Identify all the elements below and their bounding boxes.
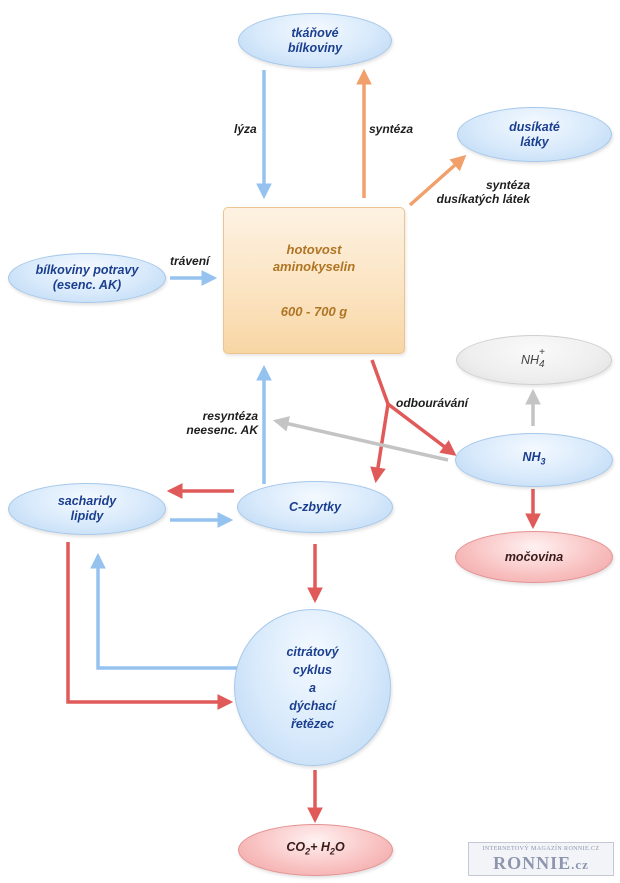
label-synthesis-nitrogen-line2: dusíkatých látek	[436, 192, 530, 206]
citrate-cycle-node: citrátový cyklus a dýchací řetězec	[234, 609, 391, 766]
c-skeletons-node: C-zbytky	[237, 481, 393, 533]
tissue-proteins-line2: bílkoviny	[287, 40, 343, 55]
nh3-formula: NH3	[522, 450, 545, 470]
cycle-line3: a	[309, 680, 316, 695]
co2-sub: 2	[305, 846, 311, 857]
watermark-top: INTERNETOVÝ MAGAZÍN RONNIE.CZ	[482, 846, 600, 852]
arrow-cycle-to-sugars	[90, 552, 238, 670]
saccharides-line1: sacharidy	[57, 494, 117, 508]
label-resynthesis-line1: resyntéza	[202, 409, 258, 423]
label-degradation: odbourávání	[396, 396, 469, 410]
label-digestion: trávení	[170, 254, 210, 268]
cycle-line1: citrátový	[286, 644, 339, 659]
tissue-proteins-line1: tkáňové	[291, 25, 339, 40]
h2o-sub: 2	[329, 846, 335, 857]
pool-amount: 600 - 700 g	[280, 304, 348, 319]
cycle-line2: cyklus	[293, 662, 332, 677]
label-lysis: lýza	[234, 122, 257, 136]
tissue-proteins-node: tkáňové bílkoviny	[238, 13, 392, 68]
plus-sign: +	[310, 840, 318, 855]
amino-acid-pool-node: hotovost aminokyselin 600 - 700 g	[223, 207, 405, 354]
watermark-tld: .cz	[571, 857, 589, 872]
dietary-proteins-node: bílkoviny potravy (esenc. AK)	[8, 253, 166, 303]
nitrogen-substances-line2: látky	[520, 134, 549, 149]
nh4-sup: +	[539, 347, 545, 358]
arrow-resynthesis	[272, 416, 449, 462]
label-synthesis: syntéza	[369, 122, 414, 136]
saccharides-line2: lipidy	[70, 509, 104, 523]
watermark-brand: RONNIE.cz	[469, 853, 613, 875]
urea-label: močovina	[504, 549, 564, 564]
nh3-node: NH3	[455, 433, 613, 487]
cycle-line5: řetězec	[290, 716, 335, 731]
ronnie-watermark-logo: INTERNETOVÝ MAGAZÍN RONNIE.CZ RONNIE.cz	[468, 842, 614, 876]
arrow-sugars-to-cycle	[66, 542, 234, 710]
nh4-base: NH	[520, 353, 540, 367]
c-skeletons-label: C-zbytky	[288, 499, 342, 514]
nh4-formula: NH+4	[520, 347, 547, 370]
co2-h2o-node: CO2+ H2O	[238, 824, 393, 876]
label-resynthesis-line2: neesenc. AK	[186, 423, 258, 437]
cycle-line4: dýchací	[289, 698, 336, 713]
h2o-h: H	[320, 840, 330, 855]
watermark-brand-name: RONNIE	[493, 853, 572, 873]
dietary-proteins-line1: bílkoviny potravy	[35, 263, 139, 277]
label-synthesis-nitrogen-line1: syntéza	[485, 178, 530, 192]
label-synthesis-nitrogen: syntéza dusíkatých látek	[418, 178, 530, 206]
arrow-synthesis-nitrogen	[408, 154, 467, 207]
nh3-sub: 3	[540, 456, 546, 467]
nh4-node: NH+4	[456, 335, 612, 385]
label-resynthesis: resyntéza neesenc. AK	[168, 409, 258, 437]
co2-base: CO	[286, 840, 306, 855]
pool-line2: aminokyselin	[272, 259, 356, 274]
saccharides-lipids-node: sacharidy lipidy	[8, 483, 166, 535]
nitrogen-substances-node: dusíkaté látky	[457, 107, 612, 162]
dietary-proteins-line2: (esenc. AK)	[52, 278, 122, 292]
pool-line1: hotovost	[286, 242, 342, 257]
h2o-o: O	[334, 840, 345, 855]
urea-node: močovina	[455, 531, 613, 583]
arrow-degradation-c	[370, 403, 390, 484]
nh4-sub: 4	[539, 359, 545, 370]
nh3-base: NH	[522, 450, 541, 465]
nitrogen-substances-line1: dusíkaté	[509, 119, 560, 134]
co2-h2o-formula: CO2+ H2O	[286, 840, 344, 860]
